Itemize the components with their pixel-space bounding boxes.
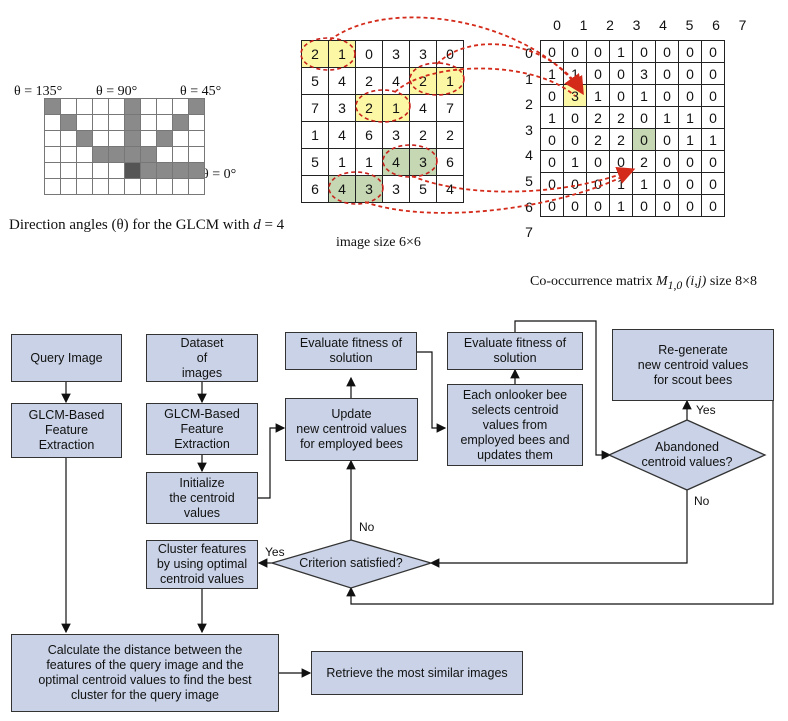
criterion-label: Criterion satisfied?	[299, 556, 403, 570]
row-index: 7	[525, 224, 533, 241]
retrieve-similar-box: Retrieve the most similar images	[311, 651, 523, 695]
row-index: 3	[525, 121, 533, 138]
glcm-feature-extraction-left-box: GLCM-Based Feature Extraction	[11, 403, 122, 458]
column-index: 5	[685, 17, 694, 33]
image-cell: 4	[382, 148, 410, 176]
update-centroid-box: Update new centroid values for employed …	[285, 398, 418, 461]
row-index: 4	[525, 147, 533, 164]
criterion-diamond	[269, 539, 434, 589]
column-index: 7	[738, 17, 747, 33]
image-cell: 5	[301, 67, 329, 95]
angle-grid-cell	[188, 162, 205, 179]
column-index: 4	[659, 17, 667, 33]
angle-grid-cell	[156, 162, 173, 179]
angle-label-135: θ = 135°	[14, 84, 63, 99]
onlooker-bee-box: Each onlooker bee selects centroid value…	[447, 384, 583, 466]
row-index: 5	[525, 173, 533, 189]
evaluate-fitness-1-box: Evaluate fitness of solution	[285, 332, 417, 370]
matrix-cell: 0	[701, 194, 725, 217]
angle-grid-cell	[140, 162, 157, 179]
angle-grid-cell	[124, 98, 141, 115]
angle-grid-cell	[76, 130, 93, 147]
pair-arrows	[300, 16, 636, 214]
abandoned-no-label: No	[694, 494, 710, 508]
criterion-yes-label: Yes	[265, 545, 285, 559]
matrix-cell: 0	[586, 194, 610, 217]
image-cell: 5	[409, 175, 437, 203]
image-cell: 1	[382, 94, 410, 122]
regenerate-centroid-box: Re-generate new centroid values for scou…	[612, 329, 774, 401]
cluster-features-box: Cluster features by using optimal centro…	[146, 540, 258, 589]
angle-grid-cell	[188, 98, 205, 115]
column-index: 0	[553, 17, 561, 33]
row-index: 6	[525, 198, 533, 215]
angle-label-90: θ = 90°	[96, 84, 138, 99]
column-index: 6	[712, 17, 720, 33]
image-cell: 2	[409, 121, 437, 149]
image-cell: 7	[436, 94, 464, 122]
abandoned-yes-label: Yes	[696, 403, 716, 417]
initialize-centroid-box: Initialize the centroid values	[146, 472, 258, 524]
angle-label-45: θ = 45°	[180, 84, 222, 99]
image-size-caption: image size 6×6	[336, 235, 421, 250]
angle-label-0: θ = 0°	[202, 167, 237, 182]
direction-angle-grid	[44, 98, 205, 195]
angle-grid-cell	[188, 178, 205, 195]
matrix-cell: 0	[701, 84, 725, 107]
abandoned-diamond	[607, 419, 767, 491]
row-index: 0	[525, 45, 533, 61]
angle-grid-cell	[108, 146, 125, 163]
criterion-no-label: No	[359, 520, 375, 534]
row-index: 1	[525, 70, 533, 87]
cooccurrence-caption: Co-occurrence matrix M1,0 (i,j) size 8×8	[530, 274, 757, 292]
column-index: 2	[606, 17, 614, 33]
row-index: 2	[525, 96, 533, 113]
abandoned-label: Abandoned centroid values?	[641, 440, 733, 469]
dataset-of-images-box: Dataset of images	[146, 334, 258, 382]
column-index: 3	[632, 17, 641, 33]
image-cell: 0	[355, 40, 383, 68]
image-cell: 6	[301, 175, 329, 203]
direction-caption: Direction angles (θ) for the GLCM with d…	[9, 217, 285, 233]
image-cell: 2	[355, 94, 383, 122]
glcm-feature-extraction-mid-box: GLCM-Based Feature Extraction	[146, 403, 258, 455]
evaluate-fitness-2-box: Evaluate fitness of solution	[447, 332, 583, 370]
image-cell: 3	[328, 94, 356, 122]
matrix-cell: 0	[632, 128, 656, 151]
image-cell: 1	[328, 40, 356, 68]
query-image-box: Query Image	[11, 334, 122, 382]
column-index: 1	[579, 17, 588, 33]
calculate-distance-box: Calculate the distance between the featu…	[11, 634, 279, 712]
image-cell: 4	[328, 121, 356, 149]
